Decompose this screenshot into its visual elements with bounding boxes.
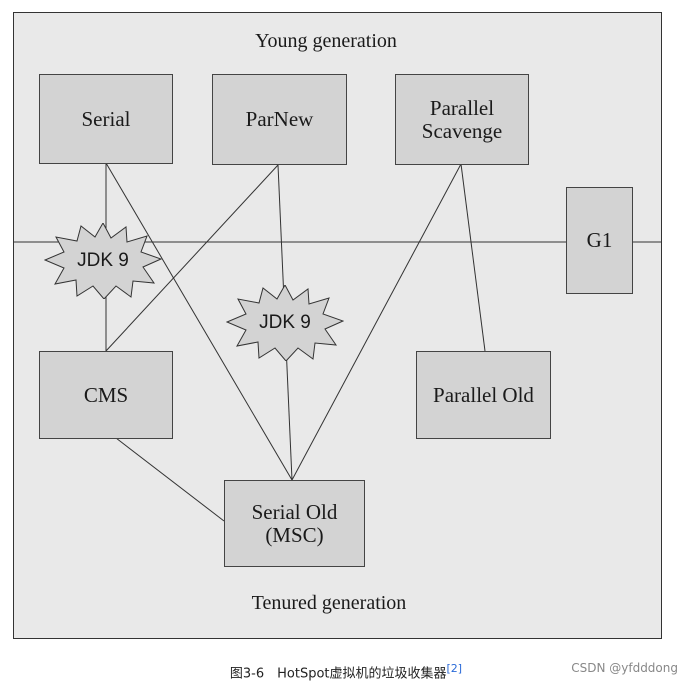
collector-serial: Serial xyxy=(39,74,173,164)
figure-caption: 图3-6 HotSpot虚拟机的垃圾收集器[2] xyxy=(0,662,692,681)
caption-reference-link[interactable]: [2] xyxy=(446,662,463,675)
collector-parallel-scavenge: Parallel Scavenge xyxy=(395,74,529,165)
csdn-watermark: CSDN @yfdddong xyxy=(571,661,678,675)
jdk9-deprecation-burst-center: JDK 9 xyxy=(225,283,345,362)
collector-parnew: ParNew xyxy=(212,74,347,165)
tenured-generation-label: Tenured generation xyxy=(251,592,407,614)
jdk9-label-left: JDK 9 xyxy=(77,250,129,271)
caption-text: 图3-6 HotSpot虚拟机的垃圾收集器 xyxy=(229,666,447,682)
collector-cms: CMS xyxy=(39,351,173,439)
jdk9-deprecation-burst-left: JDK 9 xyxy=(43,221,163,300)
young-generation-label: Young generation xyxy=(255,30,397,52)
jdk9-label-center: JDK 9 xyxy=(259,312,311,333)
collector-g1: G1 xyxy=(566,187,633,294)
collector-serial-old: Serial Old (MSC) xyxy=(224,480,365,567)
collector-parallel-old: Parallel Old xyxy=(416,351,551,439)
